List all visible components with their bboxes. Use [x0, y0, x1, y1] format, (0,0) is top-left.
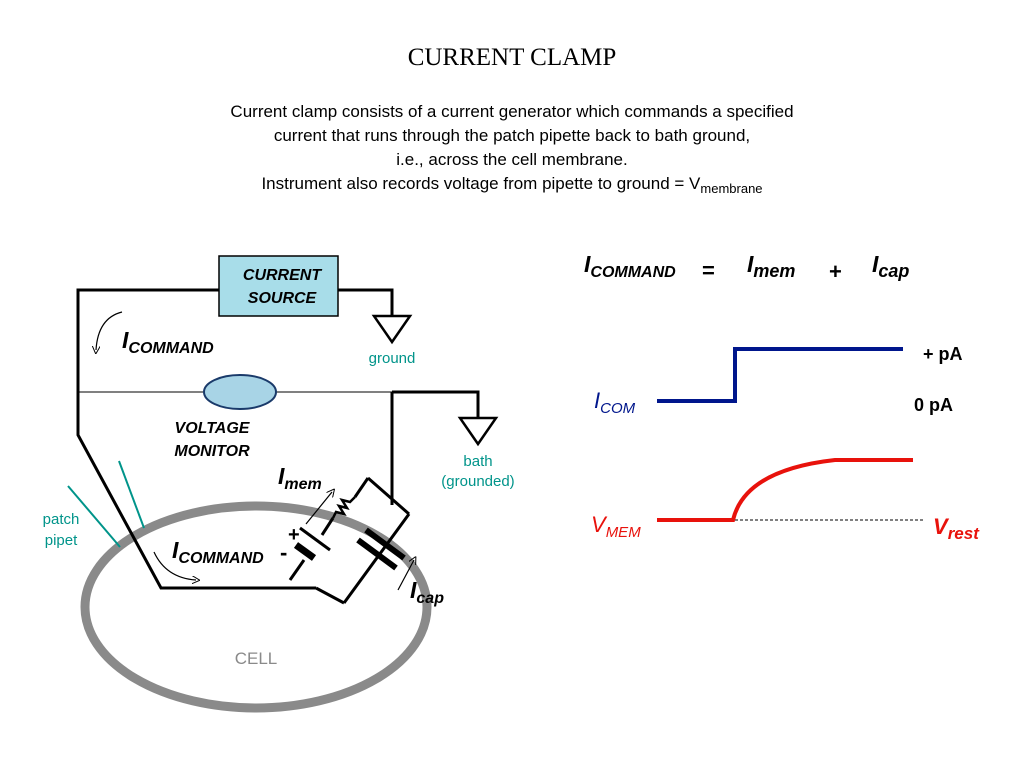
equation-term-2: Icap [872, 251, 909, 281]
i-cap-arrow [397, 560, 414, 591]
icom-trace [657, 347, 903, 403]
equation-equals: = [702, 258, 715, 283]
voltage-monitor-ellipse [203, 374, 277, 410]
description-line-2: current that runs through the patch pipe… [273, 126, 751, 145]
ground-label: ground [369, 350, 416, 367]
equation-plus: + [829, 259, 842, 284]
description-line-1: Current clamp consists of a current gene… [230, 102, 794, 121]
bath-label-line1: bath [463, 453, 492, 470]
equation-term-1: Imem [747, 251, 795, 281]
vrest-main: V [933, 514, 950, 539]
voltage-monitor-label-line2: MONITOR [174, 443, 250, 460]
cell-label: CELL [235, 649, 278, 668]
battery-plate-long [299, 526, 331, 552]
vmem-main: V [591, 512, 608, 537]
vmem-label: VMEM [591, 512, 641, 541]
bath-label-line2: (grounded) [441, 473, 514, 490]
description-line-4-subscript: membrane [700, 181, 763, 196]
vrest-sub: rest [948, 524, 981, 543]
equation-term-1-main: I [747, 251, 754, 277]
equation-lhs-sub: COMMAND [590, 264, 676, 281]
i-command-top-label: ICOMMAND [122, 327, 214, 357]
i-mem-arrow [305, 492, 332, 525]
i-command-top-sub: COMMAND [128, 340, 214, 357]
i-mem-sub: mem [284, 476, 321, 493]
i-command-top-arrow [96, 311, 123, 350]
ground-symbol [371, 314, 413, 345]
i-cap-sub: cap [416, 590, 444, 607]
equation-term-2-main: I [872, 251, 879, 277]
patch-pipet-label-line2: pipet [45, 532, 78, 549]
description-line-4: Instrument also records voltage from pip… [112, 172, 912, 201]
equation-lhs-main: I [584, 251, 591, 277]
source-to-ground-wire [338, 288, 394, 316]
left-wire [76, 288, 316, 590]
i-cap-label: Icap [410, 577, 444, 607]
battery-minus: - [280, 540, 287, 565]
i-cap-main: I [410, 577, 417, 603]
voltage-monitor-label-line1: VOLTAGE [175, 420, 251, 437]
current-source-label-line2: SOURCE [248, 290, 318, 307]
description: Current clamp consists of a current gene… [112, 100, 912, 201]
equation-lhs: ICOMMAND [584, 251, 676, 281]
equation-term-2-sub: cap [878, 261, 909, 281]
battery-plus: + [288, 524, 300, 546]
patch-pipet-left [67, 485, 121, 548]
membrane-equivalent-circuit [288, 476, 411, 605]
cell-outline [80, 501, 432, 713]
i-command-cell-sub: COMMAND [178, 550, 264, 567]
i-mem-main: I [278, 463, 285, 489]
description-line-3: i.e., across the cell membrane. [396, 150, 628, 169]
icom-label: ICOM [594, 388, 636, 417]
capacitor-plate-2 [364, 527, 406, 561]
i-command-cell-arrow [153, 551, 196, 580]
capacitor-plate-1 [356, 537, 398, 571]
plus-pa-label: + pA [923, 344, 963, 364]
current-source-label-line1: CURRENT [243, 267, 322, 284]
patch-pipet-right [118, 460, 145, 529]
vrest-label: Vrest [933, 514, 980, 543]
battery-plate-short [293, 542, 317, 561]
i-command-top-main: I [122, 327, 129, 353]
equation-term-1-sub: mem [753, 261, 795, 281]
vmem-trace [657, 458, 913, 522]
icom-sub: COM [600, 400, 636, 417]
bath-ground-wire [392, 390, 480, 418]
description-line-4-text: Instrument also records voltage from pip… [261, 174, 701, 193]
icom-main: I [594, 388, 600, 413]
vmem-sub: MEM [606, 524, 642, 541]
i-command-cell-main: I [172, 537, 179, 563]
i-command-cell-label: ICOMMAND [172, 537, 264, 567]
zero-pa-label: 0 pA [914, 395, 953, 415]
bath-ground-symbol [457, 416, 499, 447]
patch-pipet-label-line1: patch [43, 511, 80, 528]
slide-title: CURRENT CLAMP [407, 44, 617, 71]
current-source-box [218, 255, 339, 317]
i-mem-label: Imem [278, 463, 322, 493]
